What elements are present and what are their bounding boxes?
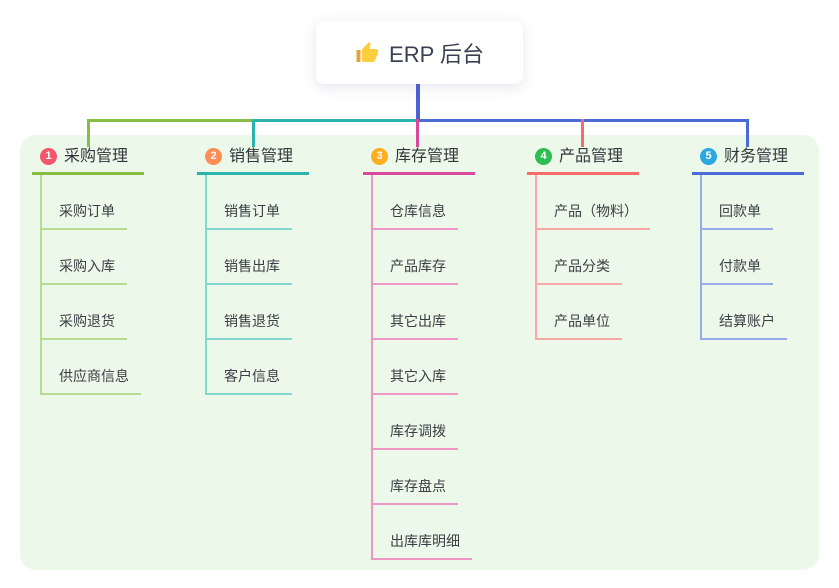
branch-label: 产品管理: [559, 148, 624, 165]
connector-drop-purchase: [87, 119, 90, 147]
connector-root-stem: [416, 84, 420, 120]
child-node[interactable]: 付款单: [702, 230, 773, 285]
branch-sales: 2 销售管理 销售订单 销售出库 销售退货 客户信息: [197, 146, 310, 395]
branch-children-purchase: 采购订单 采购入库 采购退货 供应商信息: [40, 175, 141, 395]
branch-children-sales: 销售订单 销售出库 销售退货 客户信息: [205, 175, 292, 395]
branch-title-finance[interactable]: 5 财务管理: [692, 146, 805, 175]
branch-title-product[interactable]: 4 产品管理: [527, 146, 640, 175]
connector-drop-product: [581, 119, 584, 147]
child-node[interactable]: 回款单: [702, 175, 773, 230]
child-node[interactable]: 产品单位: [537, 285, 622, 340]
child-node[interactable]: 库存调拨: [373, 395, 458, 450]
branch-label: 采购管理: [64, 148, 129, 165]
branch-number-badge: 1: [40, 148, 57, 165]
child-node[interactable]: 出库库明细: [373, 505, 472, 560]
connector-drop-sales: [252, 119, 255, 147]
branch-finance: 5 财务管理 回款单 付款单 结算账户: [692, 146, 805, 340]
branch-inventory: 3 库存管理 仓库信息 产品库存 其它出库 其它入库 库存调拨 库存盘点 出库库…: [363, 146, 476, 560]
branch-label: 财务管理: [724, 148, 789, 165]
root-node-label: ERP 后台: [389, 41, 484, 67]
branch-label: 库存管理: [395, 148, 460, 165]
child-node[interactable]: 产品库存: [373, 230, 458, 285]
child-node[interactable]: 销售出库: [207, 230, 292, 285]
child-node[interactable]: 产品分类: [537, 230, 622, 285]
child-node[interactable]: 采购入库: [42, 230, 127, 285]
branch-number-badge: 2: [205, 148, 222, 165]
root-node[interactable]: ERP 后台: [316, 21, 523, 84]
branch-title-purchase[interactable]: 1 采购管理: [32, 146, 145, 175]
connector-drop-finance: [746, 119, 749, 147]
child-node[interactable]: 采购订单: [42, 175, 127, 230]
child-node[interactable]: 其它出库: [373, 285, 458, 340]
branch-children-finance: 回款单 付款单 结算账户: [700, 175, 787, 340]
branch-title-inventory[interactable]: 3 库存管理: [363, 146, 476, 175]
child-node[interactable]: 销售退货: [207, 285, 292, 340]
connector-trunk-purchase: [87, 119, 254, 122]
connector-drop-inventory: [416, 119, 419, 147]
branch-children-inventory: 仓库信息 产品库存 其它出库 其它入库 库存调拨 库存盘点 出库库明细: [371, 175, 472, 560]
connector-trunk-sales: [252, 119, 418, 122]
branch-number-badge: 5: [700, 148, 717, 165]
branch-children-product: 产品（物料） 产品分类 产品单位: [535, 175, 650, 340]
child-node[interactable]: 结算账户: [702, 285, 787, 340]
branch-number-badge: 4: [535, 148, 552, 165]
branch-title-sales[interactable]: 2 销售管理: [197, 146, 310, 175]
child-node[interactable]: 库存盘点: [373, 450, 458, 505]
child-node[interactable]: 产品（物料）: [537, 175, 650, 230]
child-node[interactable]: 采购退货: [42, 285, 127, 340]
thumbs-up-icon: [355, 41, 379, 65]
child-node[interactable]: 仓库信息: [373, 175, 458, 230]
child-node[interactable]: 客户信息: [207, 340, 292, 395]
child-node[interactable]: 销售订单: [207, 175, 292, 230]
child-node[interactable]: 供应商信息: [42, 340, 141, 395]
branches-panel: [20, 135, 819, 570]
child-node[interactable]: 其它入库: [373, 340, 458, 395]
branch-label: 销售管理: [229, 148, 294, 165]
branch-purchase: 1 采购管理 采购订单 采购入库 采购退货 供应商信息: [32, 146, 145, 395]
branch-product: 4 产品管理 产品（物料） 产品分类 产品单位: [527, 146, 650, 340]
branch-number-badge: 3: [371, 148, 388, 165]
